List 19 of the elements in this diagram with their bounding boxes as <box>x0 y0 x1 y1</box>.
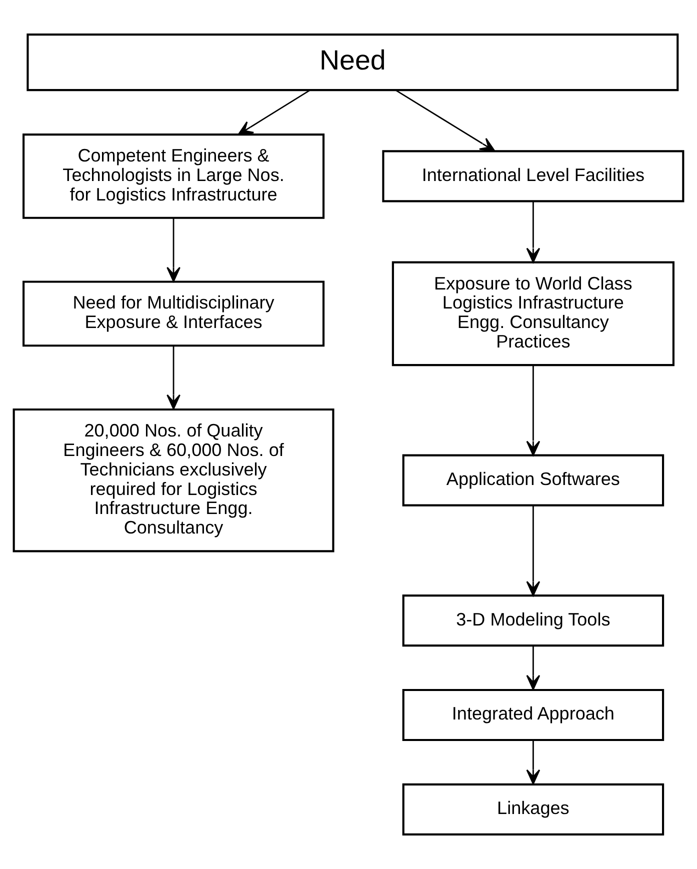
arrow <box>526 740 540 785</box>
arrow <box>238 90 310 136</box>
node-box: Exposure to World Class Logistics Infrastructure Engg. Consultancy Practices <box>392 261 674 366</box>
arrow <box>166 218 180 282</box>
arrow <box>526 646 540 690</box>
node-box: 20,000 Nos. of Quality Engineers & 60,000 Nos. of Technicians exclusively required for Logistics Infrastructure Engg. Consultancy <box>12 408 334 552</box>
arrow <box>526 506 540 596</box>
node-box: Linkages <box>402 783 664 836</box>
node-box: Need <box>26 34 679 92</box>
arrow <box>526 365 540 456</box>
node-box: Application Softwares <box>402 454 664 506</box>
node-box: Competent Engineers & Technologists in Large Nos. for Logistics Infrastructure <box>22 134 325 219</box>
arrow <box>526 202 540 263</box>
arrow <box>396 90 496 152</box>
node-box: Need for Multidisciplinary Exposure & Interfaces <box>22 280 325 347</box>
node-box: 3-D Modeling Tools <box>402 594 664 647</box>
arrow <box>166 346 180 410</box>
node-box: International Level Facilities <box>382 150 684 202</box>
node-box: Integrated Approach <box>402 688 664 742</box>
